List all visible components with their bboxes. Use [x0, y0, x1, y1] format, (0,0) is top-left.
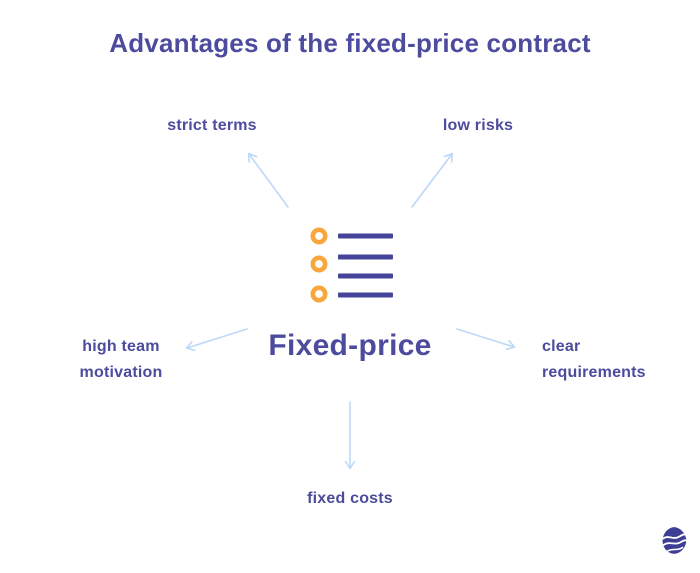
- center-node-label: Fixed-price: [268, 329, 432, 362]
- advantage-fixed-costs: fixed costs: [307, 486, 393, 512]
- diagram-title: Advantages of the fixed-price contract: [109, 28, 591, 58]
- arrow-to-strict-terms: [247, 152, 289, 208]
- list-icon: [310, 227, 393, 303]
- advantage-label-line: high team: [82, 338, 160, 355]
- advantage-label-line: requirements: [542, 364, 646, 381]
- brand-wave-pebble-logo-icon: [662, 527, 688, 554]
- advantage-strict-terms: strict terms: [167, 113, 257, 139]
- advantage-high-team-motivation: high team motivation: [80, 334, 163, 386]
- advantage-label-line: fixed costs: [307, 490, 393, 507]
- advantage-label-line: clear: [542, 338, 581, 355]
- advantage-clear-requirements: clear requirements: [542, 334, 646, 386]
- arrow-to-clear-requirements: [456, 328, 516, 351]
- arrow-to-low-risks: [411, 152, 454, 208]
- advantage-label-line: motivation: [79, 364, 163, 381]
- advantage-low-risks: low risks: [443, 113, 513, 139]
- advantage-label-line: low risks: [442, 117, 514, 134]
- advantage-label-line: strict terms: [167, 117, 257, 134]
- arrow-to-high-team-motivation: [185, 328, 248, 352]
